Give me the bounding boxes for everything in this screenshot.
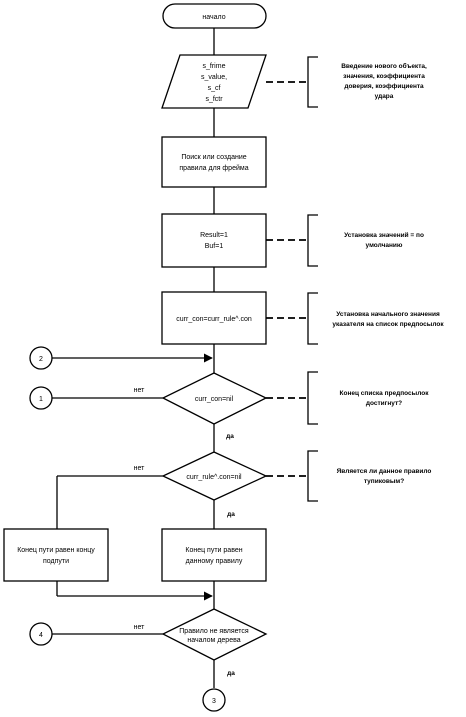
input-line-3: s_cf — [208, 85, 221, 92]
init-line-1: Result=1 — [200, 232, 228, 239]
decision-2-yes-label: да — [227, 511, 235, 518]
comment-5-line-2: тупиковым? — [364, 478, 404, 485]
decision-3-line-1: Правило не является — [179, 628, 249, 635]
flow-lines — [52, 28, 215, 688]
decision-1-no-label: нет — [134, 387, 146, 394]
comment-1-line-2: значения, коэффициента — [343, 73, 425, 80]
input-line-1: s_frime — [203, 63, 226, 70]
comment-1-line-1: Введение нового объекта, — [341, 62, 427, 70]
connector-2-label: 2 — [39, 356, 43, 363]
mid-box-line-1: Конец пути равен — [185, 547, 242, 554]
comment-4: Конец списка предпосылок достигнут? — [340, 390, 430, 407]
assign-process: curr_con=curr_rule^.con — [161, 291, 267, 345]
comment-3: Установка начального значения указателя … — [332, 311, 444, 328]
init-process: Result=1 Buf=1 — [161, 213, 267, 268]
decision-2-label: curr_rule^.con=nil — [186, 474, 242, 481]
start-label: начало — [202, 14, 225, 21]
comment-4-line-1: Конец списка предпосылок — [340, 390, 430, 397]
connector-4: 4 — [29, 622, 53, 646]
comment-2-line-2: умолчанию — [366, 242, 403, 249]
decision-1-label: curr_con=nil — [195, 396, 234, 403]
connector-1: 1 — [29, 386, 53, 410]
connector-4-label: 4 — [39, 632, 43, 639]
search-rule-process: Поиск или создание правила для фрейма — [161, 136, 267, 188]
comment-2-line-1: Установка значений = по — [344, 231, 424, 239]
left-box-line-2: подпути — [43, 558, 69, 565]
decision-2-no-label: нет — [134, 465, 146, 472]
rule-end-process: Конец пути равен данному правилу — [161, 528, 267, 582]
comment-2: Установка значений = по умолчанию — [344, 231, 424, 249]
init-line-2: Buf=1 — [205, 243, 224, 250]
assign-label: curr_con=curr_rule^.con — [176, 316, 252, 323]
start-terminator: начало — [162, 3, 267, 29]
decision-not-tree-root: Правило не является началом дерева — [161, 608, 268, 661]
decision-rule-con-nil: curr_rule^.con=nil — [161, 451, 268, 501]
connector-1-label: 1 — [39, 396, 43, 403]
comment-leaders — [266, 56, 318, 502]
decision-3-no-label: нет — [134, 624, 146, 631]
decision-3-yes-label: да — [227, 670, 235, 677]
input-parallelogram: s_frime s_value, s_cf s_fctr — [161, 54, 267, 109]
decision-3-line-2: началом дерева — [187, 637, 240, 644]
comment-5: Является ли данное правило тупиковым? — [337, 468, 432, 485]
search-line-2: правила для фрейма — [179, 164, 248, 172]
decision-1-yes-label: да — [226, 433, 234, 440]
comment-1-line-3: доверия, коэффициента — [344, 83, 424, 90]
mid-box-line-2: данному правилу — [186, 558, 243, 565]
input-line-2: s_value, — [201, 74, 227, 81]
comment-1: Введение нового объекта, значения, коэфф… — [341, 62, 427, 100]
connector-2: 2 — [29, 346, 53, 370]
subpath-end-process: Конец пути равен концу подпути — [3, 528, 109, 582]
connector-3: 3 — [202, 688, 226, 712]
search-line-1: Поиск или создание — [181, 154, 246, 161]
connector-3-label: 3 — [212, 698, 216, 705]
comment-1-line-4: удара — [375, 93, 394, 100]
left-box-line-1: Конец пути равен концу — [17, 547, 95, 554]
comment-3-line-1: Установка начального значения — [336, 311, 440, 318]
comment-5-line-1: Является ли данное правило — [337, 468, 432, 475]
comment-4-line-2: достигнут? — [366, 400, 402, 407]
input-line-4: s_fctr — [205, 96, 223, 103]
comment-3-line-2: указателя на список предпосылок — [332, 321, 444, 328]
decision-curr-con-nil: curr_con=nil — [161, 372, 268, 425]
